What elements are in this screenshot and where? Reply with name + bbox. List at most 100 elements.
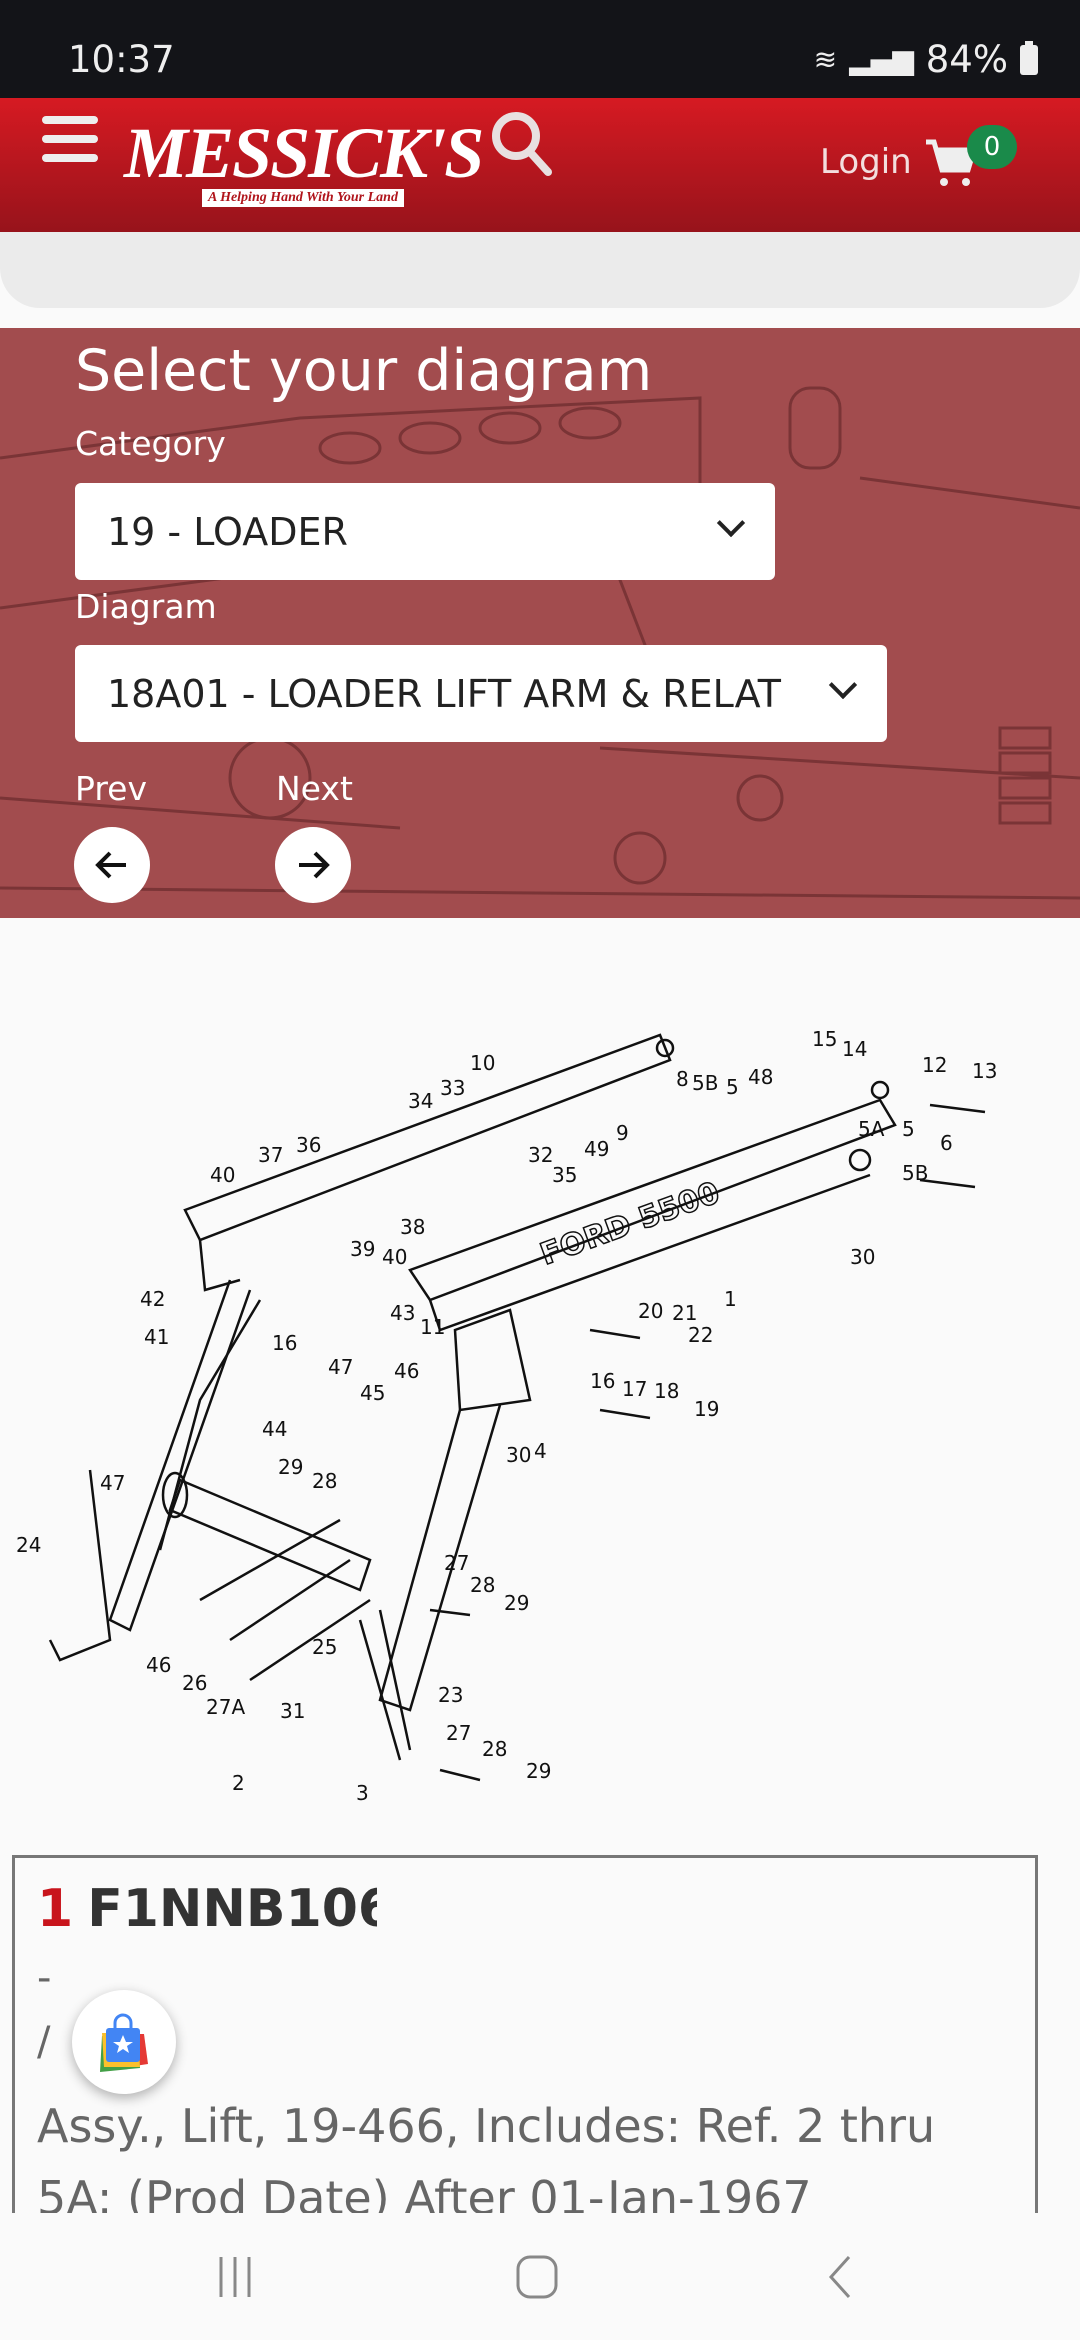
callout-12[interactable]: 12 [922,1053,947,1077]
next-label: Next [276,769,353,808]
callout-26[interactable]: 26 [182,1671,207,1695]
battery-level: 84% [925,38,1008,81]
callout-43[interactable]: 43 [390,1301,415,1325]
loader-frame-drawing [48,1033,986,1782]
callout-17[interactable]: 17 [622,1377,647,1401]
part-number: 1F1NNB106A [37,1878,377,1940]
callout-5B[interactable]: 5B [692,1071,718,1095]
part-card[interactable]: 1F1NNB106A - / Assy., Lift, 19-466, Incl… [12,1855,1038,2275]
category-select[interactable]: 19 - LOADER [75,483,775,580]
callout-1[interactable]: 1 [724,1287,737,1311]
callout-14[interactable]: 14 [842,1037,867,1061]
search-icon[interactable] [490,110,554,176]
cart-count-badge: 0 [967,125,1017,169]
callout-24[interactable]: 24 [16,1533,41,1557]
signal-icon: ▂▄▆ [849,43,914,76]
prev-button[interactable] [74,827,150,903]
callout-23[interactable]: 23 [438,1683,463,1707]
callout-13[interactable]: 13 [972,1059,997,1083]
callout-44[interactable]: 44 [262,1417,287,1441]
prev-label: Prev [75,769,147,808]
callout-37[interactable]: 37 [258,1143,283,1167]
callout-46[interactable]: 46 [394,1359,419,1383]
arrow-left-icon [95,851,126,879]
callout-21[interactable]: 21 [672,1301,697,1325]
home-icon[interactable] [515,2253,559,2301]
page-title: Select your diagram [75,338,653,404]
messicks-logo[interactable]: MESSICK'S A Helping Hand With Your Land [124,113,484,207]
callout-38[interactable]: 38 [400,1215,425,1239]
callout-30[interactable]: 30 [850,1245,875,1269]
callout-36[interactable]: 36 [296,1133,321,1157]
status-bar: 10:37 ≋ ▂▄▆ 84% [0,0,1080,98]
recent-apps-icon[interactable] [215,2253,255,2301]
diagram-selector: Select your diagram Category 19 - LOADER… [0,328,1080,918]
callout-29[interactable]: 29 [526,1759,551,1783]
diagram-select[interactable]: 18A01 - LOADER LIFT ARM & RELAT [75,645,887,742]
callout-27[interactable]: 27 [446,1721,471,1745]
callout-45[interactable]: 45 [360,1381,385,1405]
diagram-label: Diagram [75,587,217,626]
callout-11[interactable]: 11 [420,1315,445,1339]
callout-16[interactable]: 16 [272,1331,297,1355]
back-icon[interactable] [825,2253,855,2301]
next-button[interactable] [275,827,351,903]
callout-35[interactable]: 35 [552,1163,577,1187]
callout-48[interactable]: 48 [748,1065,773,1089]
callout-5[interactable]: 5 [726,1075,739,1099]
callout-42[interactable]: 42 [140,1287,165,1311]
callout-27[interactable]: 27 [444,1551,469,1575]
callout-10[interactable]: 10 [470,1051,495,1075]
search-bar-area [0,232,1080,308]
callout-29[interactable]: 29 [504,1591,529,1615]
callout-40[interactable]: 40 [210,1163,235,1187]
callout-46[interactable]: 46 [146,1653,171,1677]
shopping-bag-icon [100,2013,148,2072]
callout-41[interactable]: 41 [144,1325,169,1349]
callout-22[interactable]: 22 [688,1323,713,1347]
wifi-icon: ≋ [813,43,838,76]
callout-33[interactable]: 33 [440,1076,465,1100]
site-header: MESSICK'S A Helping Hand With Your Land … [0,98,1080,232]
callout-34[interactable]: 34 [408,1089,433,1113]
callout-5B[interactable]: 5B [902,1161,928,1185]
callout-47[interactable]: 47 [328,1355,353,1379]
part-number-value: F1NNB106A [87,1879,377,1939]
callout-4[interactable]: 4 [534,1439,547,1463]
callout-28[interactable]: 28 [482,1737,507,1761]
callout-49[interactable]: 49 [584,1137,609,1161]
callout-9[interactable]: 9 [616,1121,629,1145]
callout-18[interactable]: 18 [654,1379,679,1403]
callout-25[interactable]: 25 [312,1635,337,1659]
part-dash: - [37,1955,52,2001]
callout-15[interactable]: 15 [812,1027,837,1051]
callout-19[interactable]: 19 [694,1397,719,1421]
chevron-down-icon [828,670,858,700]
callout-28[interactable]: 28 [470,1573,495,1597]
callout-20[interactable]: 20 [638,1299,663,1323]
callout-6[interactable]: 6 [940,1131,953,1155]
callout-30[interactable]: 30 [506,1443,531,1467]
callout-29[interactable]: 29 [278,1455,303,1479]
shopping-assistant-button[interactable] [72,1990,176,2094]
callout-32[interactable]: 32 [528,1143,553,1167]
callout-39[interactable]: 39 [350,1237,375,1261]
callout-40[interactable]: 40 [382,1245,407,1269]
login-link[interactable]: Login [820,142,912,182]
menu-icon[interactable] [42,116,98,162]
callout-5A[interactable]: 5A [858,1117,885,1141]
ref-number: 1 [37,1879,74,1939]
callout-47[interactable]: 47 [100,1471,125,1495]
category-value: 19 - LOADER [107,509,348,554]
callout-28[interactable]: 28 [312,1469,337,1493]
callout-27A[interactable]: 27A [206,1695,245,1719]
callout-8[interactable]: 8 [676,1067,689,1091]
callout-31[interactable]: 31 [280,1699,305,1723]
callout-3[interactable]: 3 [356,1781,369,1805]
callout-5[interactable]: 5 [902,1117,915,1141]
callout-2[interactable]: 2 [232,1771,245,1795]
arrow-right-icon [299,851,330,879]
chevron-down-icon [716,508,746,538]
callout-16[interactable]: 16 [590,1369,615,1393]
